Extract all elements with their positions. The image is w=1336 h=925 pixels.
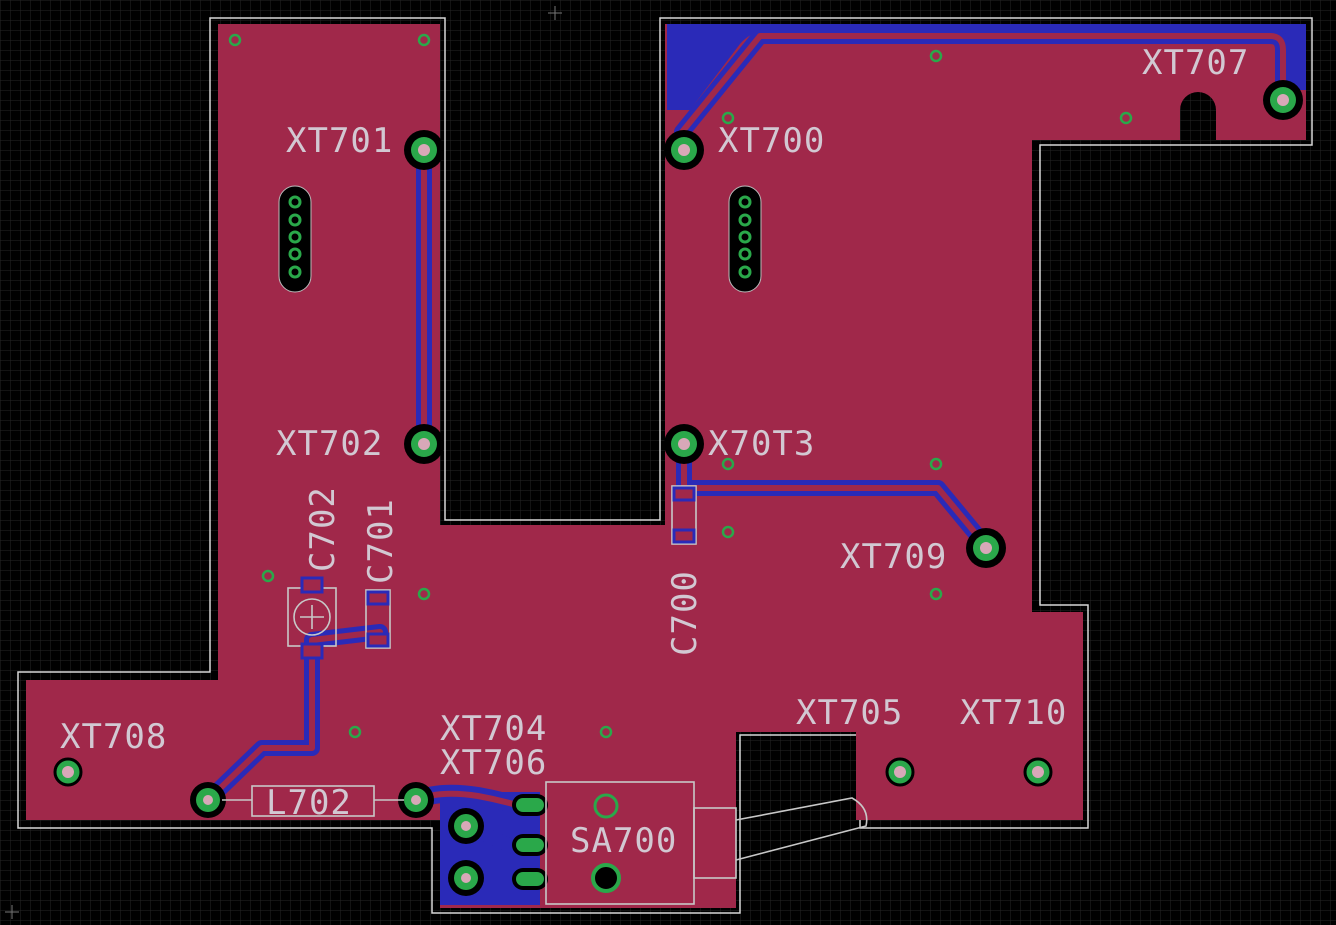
pad-xt706[interactable] xyxy=(448,860,484,896)
label-xt704: XT704 xyxy=(440,709,547,749)
label-sa700: SA700 xyxy=(570,821,677,861)
label-xt705: XT705 xyxy=(796,693,903,733)
board-outline-left xyxy=(17,17,1313,914)
pad-xt702[interactable] xyxy=(404,424,444,464)
bottom-copper-area xyxy=(667,24,1306,110)
label-l702: L702 xyxy=(266,783,352,823)
switch-sa700-pads[interactable] xyxy=(512,793,621,893)
label-xt700: XT700 xyxy=(718,121,825,161)
mounting-slots xyxy=(278,185,762,293)
pad-xt700[interactable] xyxy=(664,130,704,170)
label-c701: C701 xyxy=(361,498,401,584)
pad-l702-b[interactable] xyxy=(398,782,434,818)
pad-xt704[interactable] xyxy=(448,808,484,844)
label-xt701: XT701 xyxy=(286,121,393,161)
pad-xt709[interactable] xyxy=(966,528,1006,568)
labels: XT701 XT700 XT707 XT702 X70T3 XT709 XT70… xyxy=(60,43,1249,861)
label-xt710: XT710 xyxy=(960,693,1067,733)
label-xt703: X70T3 xyxy=(708,424,815,464)
capacitor-pads xyxy=(300,486,696,660)
silkscreen xyxy=(222,485,868,905)
label-c702: C702 xyxy=(303,486,343,572)
pad-xt701[interactable] xyxy=(404,130,444,170)
pad-xt710[interactable] xyxy=(1023,757,1053,787)
pads[interactable] xyxy=(53,80,1303,896)
copper-pour xyxy=(26,24,1306,908)
label-c700: C700 xyxy=(665,570,705,656)
pad-l702-a[interactable] xyxy=(190,782,226,818)
pad-xt703[interactable] xyxy=(664,424,704,464)
pad-xt708[interactable] xyxy=(53,757,83,787)
pad-xt707[interactable] xyxy=(1263,80,1303,120)
label-xt709: XT709 xyxy=(840,537,947,577)
label-xt708: XT708 xyxy=(60,717,167,757)
vias xyxy=(228,33,1133,739)
label-xt702: XT702 xyxy=(276,424,383,464)
label-xt707: XT707 xyxy=(1142,43,1249,83)
label-xt706: XT706 xyxy=(440,743,547,783)
pad-xt705[interactable] xyxy=(885,757,915,787)
